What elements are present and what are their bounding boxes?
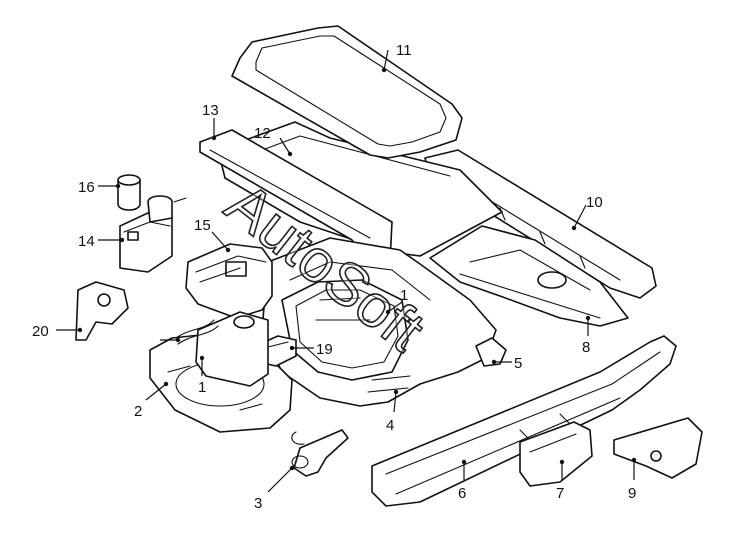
callout-1-tray: 1 [400, 287, 408, 304]
callout-11: 11 [396, 42, 412, 59]
leader-dot-9 [631, 457, 637, 463]
leader-dot-3 [289, 465, 295, 471]
leader-dot-18 [289, 345, 295, 351]
part-8-floor-panel [429, 225, 629, 327]
callout-8: 8 [582, 339, 590, 356]
callout-13: 13 [202, 102, 219, 119]
part-16-cap [117, 174, 141, 211]
leader-dot-1-well [199, 355, 205, 361]
part-19-bracket [75, 281, 129, 341]
leader-dot-10 [571, 225, 577, 231]
part-6-side-member [371, 335, 677, 507]
part-5-bracket [475, 337, 507, 367]
callout-7: 7 [556, 485, 564, 502]
leader-4 [393, 391, 397, 413]
callout-3: 3 [254, 495, 262, 512]
part-7-gusset [519, 421, 593, 487]
leader-3 [267, 467, 293, 493]
callouts: 11 13 12 16 14 15 10 8 1 19 [32, 42, 636, 512]
part-1-tray [281, 279, 409, 381]
callout-9: 9 [628, 485, 636, 502]
part-11-window-glass [231, 25, 463, 159]
leader-dot-2 [163, 381, 169, 387]
callout-18: 19 [316, 341, 333, 358]
part-battery-box [195, 311, 269, 387]
leader-dot-13 [211, 135, 217, 141]
leader-dot-4 [393, 389, 399, 395]
callout-5: 5 [514, 355, 522, 372]
leader-10 [573, 204, 587, 229]
callout-2: 2 [134, 403, 142, 420]
callout-16: 16 [78, 179, 95, 196]
leader-dot-7 [559, 459, 565, 465]
callout-19: 20 [32, 323, 49, 340]
part-15-battery-tray [185, 243, 273, 319]
callout-15: 15 [194, 217, 211, 234]
leader-11 [383, 49, 389, 71]
callout-1-well: 1 [198, 379, 206, 396]
callout-14: 14 [78, 233, 95, 250]
leader-dot-16 [115, 183, 121, 189]
leader-dot-15 [225, 247, 231, 253]
leader-dot-11 [381, 67, 387, 73]
leader-15 [211, 231, 229, 251]
leader-dot-19 [77, 327, 83, 333]
leader-dot-6 [461, 459, 467, 465]
leader-dot-8 [585, 315, 591, 321]
callout-12: 12 [254, 125, 271, 142]
part-9-corner-bracket [613, 417, 703, 479]
part-3-tow-hook [291, 429, 349, 477]
leader-1-tray [387, 301, 403, 313]
leader-12 [279, 137, 291, 155]
part-20-cable [175, 319, 219, 345]
leader-dot-20 [175, 337, 181, 343]
leader-dot-14 [119, 237, 125, 243]
callout-10: 10 [586, 194, 603, 211]
leader-2 [145, 383, 167, 401]
leader-dot-1-tray [385, 309, 391, 315]
leader-dot-12 [287, 151, 293, 157]
part-14-reservoir [119, 195, 187, 273]
leader-dot-5 [491, 359, 497, 365]
callout-6: 6 [458, 485, 466, 502]
callout-4: 4 [386, 417, 394, 434]
